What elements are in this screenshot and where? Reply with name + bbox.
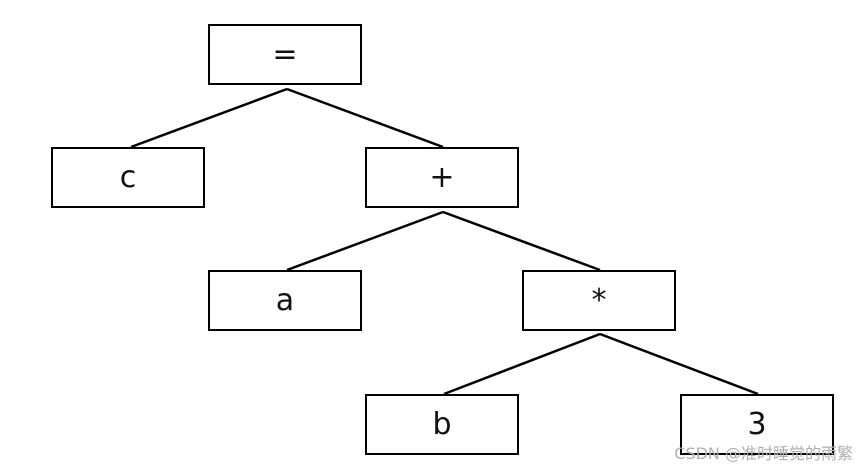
node-equals-label: = xyxy=(272,37,298,72)
node-three: 3 xyxy=(680,394,834,455)
node-multiply-label: * xyxy=(591,283,607,318)
node-plus-label: + xyxy=(429,160,455,195)
node-b: b xyxy=(365,394,519,455)
node-plus: + xyxy=(365,147,519,208)
edge-mul-three xyxy=(599,332,759,396)
node-three-label: 3 xyxy=(747,407,767,442)
node-c: c xyxy=(51,147,205,208)
edge-root-c xyxy=(130,87,288,149)
node-a-label: a xyxy=(275,283,295,318)
edge-mul-b xyxy=(443,332,601,396)
node-c-label: c xyxy=(119,160,137,195)
edge-root-plus xyxy=(286,87,444,149)
node-b-label: b xyxy=(432,407,452,442)
node-a: a xyxy=(208,270,362,331)
edge-plus-a xyxy=(286,210,444,272)
edge-plus-mul xyxy=(442,210,601,272)
node-equals: = xyxy=(208,24,362,85)
watermark-text: CSDN @准时睡觉的雨繁 xyxy=(674,444,853,463)
node-multiply: * xyxy=(522,270,676,331)
